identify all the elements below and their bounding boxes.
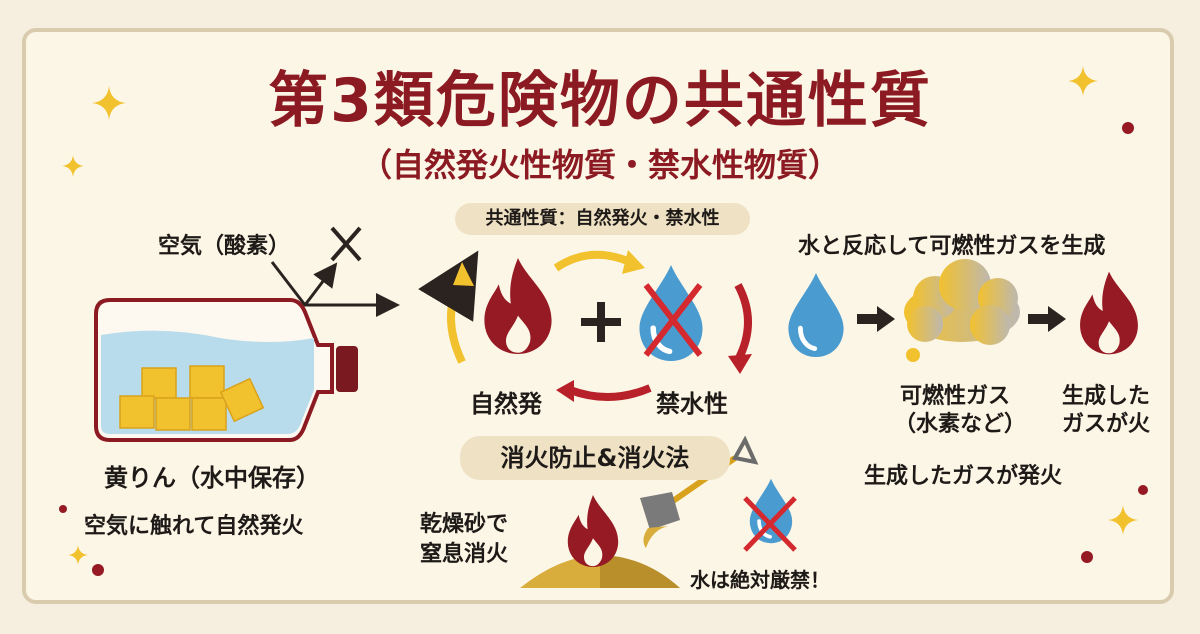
suffocation-label: 窒息消火 <box>420 542 509 567</box>
bottle-icon <box>94 298 358 442</box>
fire-label-line1: 生成した <box>1062 384 1151 409</box>
star-icon <box>1108 505 1138 535</box>
fire-icon <box>567 495 619 567</box>
page-title: 第3類危険物の共通性質 <box>268 66 932 136</box>
fire-icon <box>1080 271 1138 355</box>
extinguishing-method-pill: 消火防止&消火法 <box>460 436 730 480</box>
prohibited-cross-icon <box>743 496 797 552</box>
reaction-summary: 生成したガスが発火 <box>864 464 1063 489</box>
arrow-icon <box>1028 306 1066 332</box>
plus-icon <box>581 302 621 342</box>
water-reactive-label: 禁水性 <box>656 390 728 418</box>
arrow-icon <box>857 306 895 332</box>
fire-icon <box>484 258 552 354</box>
reaction-heading: 水と反応して可燃性ガスを生成 <box>798 234 1106 259</box>
water-ban-label: 水は絶対厳禁！ <box>690 568 830 592</box>
fire-label-line2: ガスが火 <box>1062 412 1151 437</box>
star-icon <box>68 545 88 565</box>
prohibited-cross-icon <box>643 283 703 357</box>
water-drop-icon <box>788 273 843 357</box>
spontaneous-ignition-label: 自然発 <box>470 390 542 418</box>
gas-cloud-icon <box>904 259 1020 362</box>
phosphorus-cubes <box>119 365 265 431</box>
gas-label: 可燃性ガス <box>900 384 1011 409</box>
dry-sand-label: 乾燥砂で <box>420 512 509 537</box>
gas-sublabel: （水素など） <box>894 412 1027 437</box>
page-subtitle: （自然発火性物質・禁水性物質） <box>359 146 840 184</box>
substance-description: 空気に触れて自然発火 <box>84 514 304 539</box>
air-arrows <box>270 261 400 317</box>
common-properties-pill: 共通性質：自然発火・禁水性 <box>455 203 750 235</box>
decorations <box>59 66 1148 576</box>
cycle-arrows-icon <box>418 250 752 401</box>
cross-icon <box>330 226 362 262</box>
air-label: 空気（酸素） <box>158 234 291 259</box>
substance-label: 黄りん（水中保存） <box>104 464 320 492</box>
